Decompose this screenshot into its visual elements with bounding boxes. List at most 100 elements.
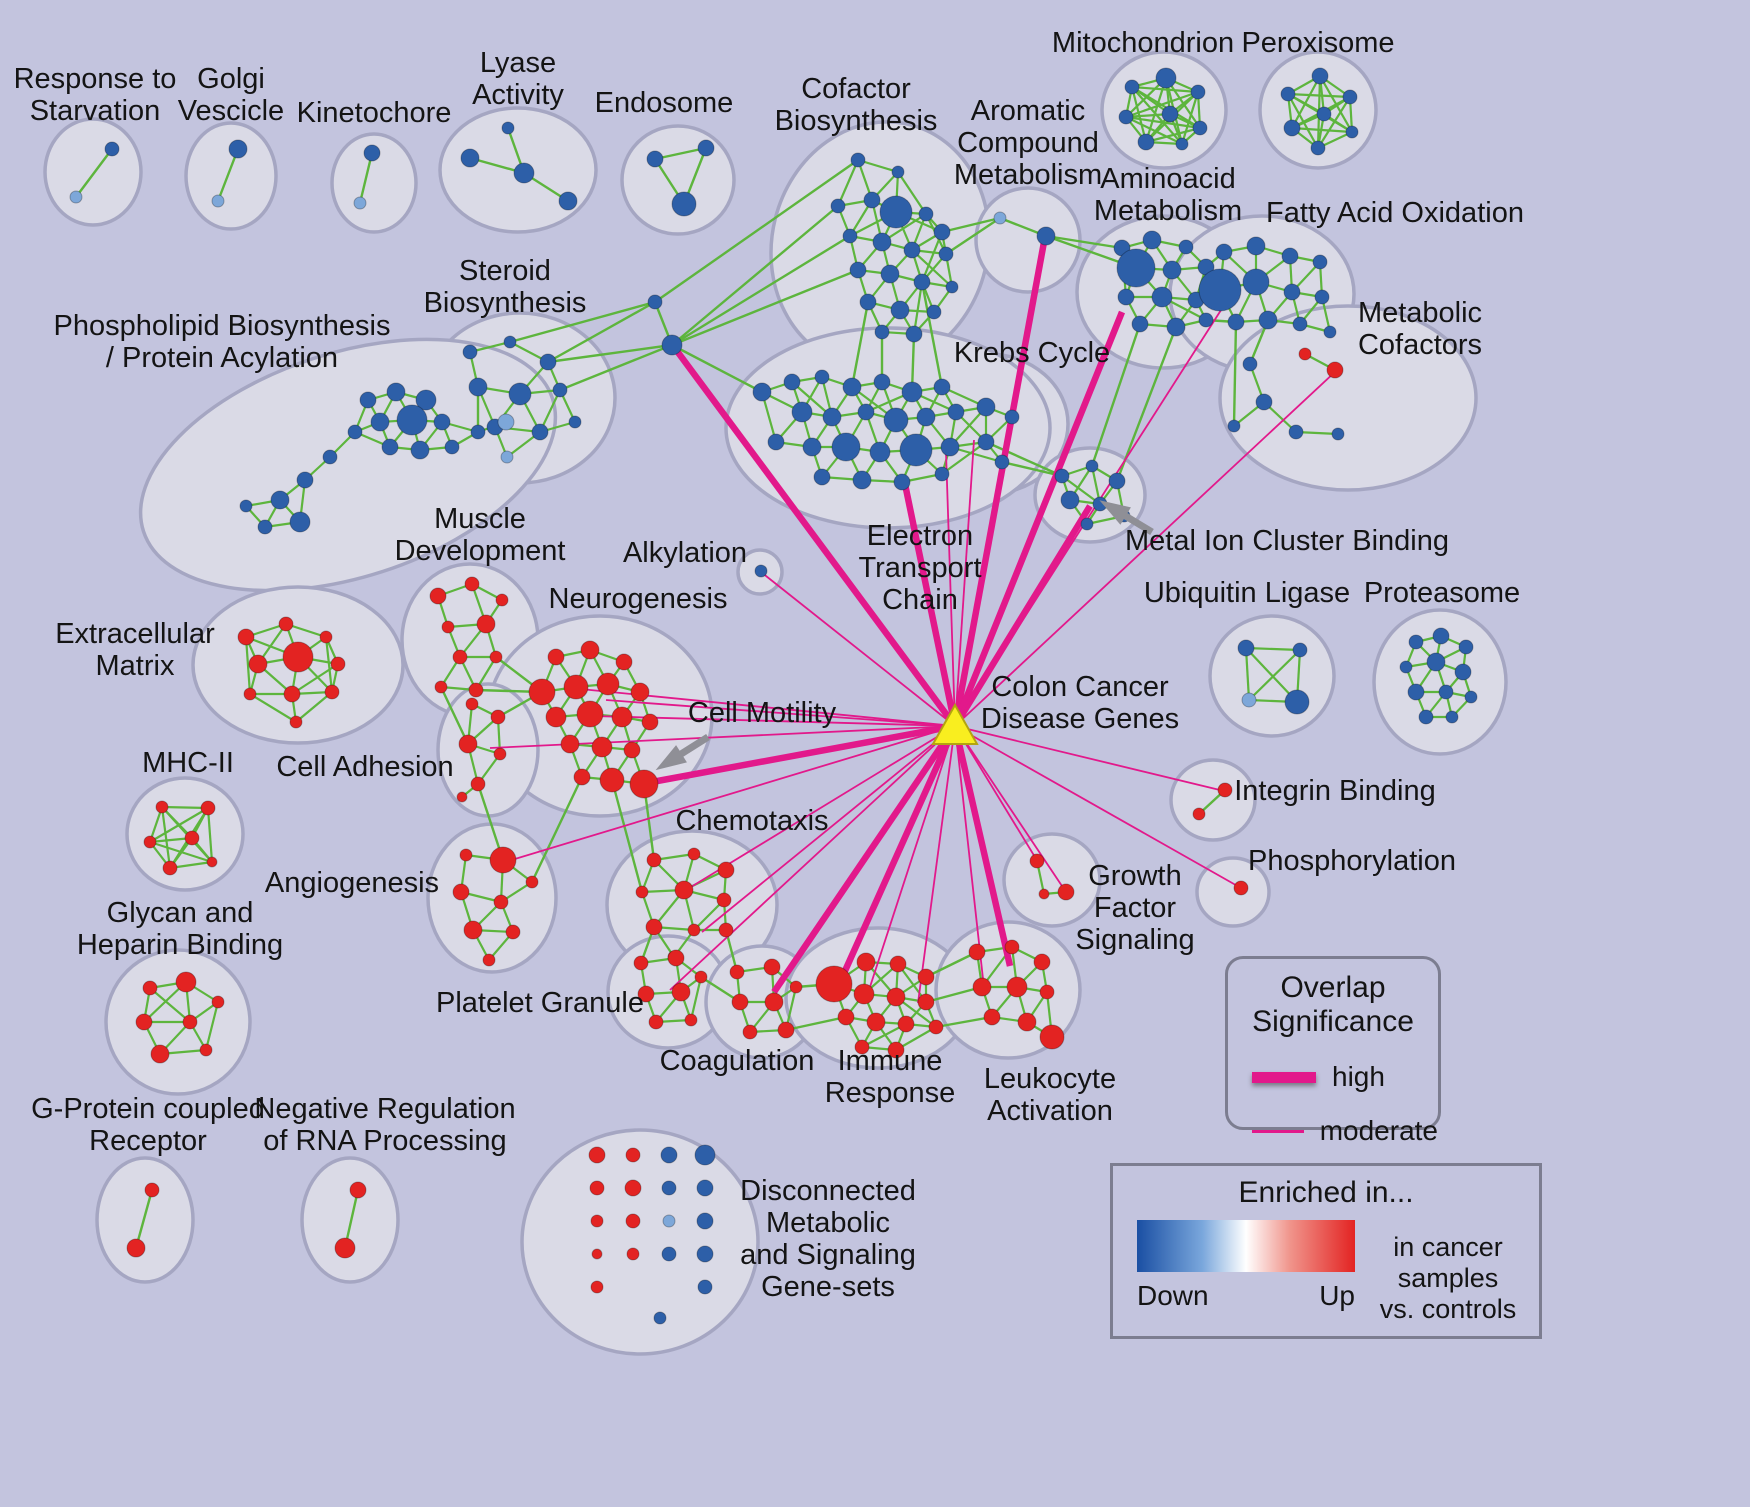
gene-set-node (489, 650, 503, 664)
enrichment-gradient-bar (1137, 1220, 1355, 1272)
edge-extracellular-matrix (249, 693, 297, 723)
gene-set-node (849, 261, 867, 279)
overlap-edge-high (837, 724, 958, 984)
gene-set-node (199, 1043, 213, 1057)
gene-set-node (945, 280, 959, 294)
overlap-edge-moderate (867, 725, 956, 994)
gene-set-node (856, 952, 876, 972)
edge-mitochondrion (1125, 90, 1199, 119)
edge-mhc-ii (206, 807, 214, 863)
gene-set-node (142, 980, 158, 996)
gene-set-node (558, 191, 578, 211)
gene-set-node (1342, 89, 1358, 105)
gene-set-node (1166, 317, 1186, 337)
edge-mitochondrion (1125, 116, 1183, 145)
gene-set-node (729, 964, 745, 980)
gene-set-node (767, 433, 785, 451)
gene-set-node (972, 977, 992, 997)
cross-cluster-edge (785, 1015, 847, 1032)
gene-set-node (465, 697, 479, 711)
gene-set-node (589, 1180, 605, 1196)
gene-set-node (783, 373, 801, 391)
gene-set-node (694, 1144, 716, 1166)
gene-set-node (576, 700, 604, 728)
gene-set-node (359, 391, 377, 409)
gene-set-node (228, 139, 248, 159)
gene-set-node (1151, 286, 1173, 308)
gene-set-node (1033, 953, 1051, 971)
gene-set-node (296, 471, 314, 489)
gene-set-node (1316, 106, 1332, 122)
gene-set-node (671, 982, 691, 1002)
cluster-ellipse-endosome (620, 124, 736, 236)
gene-set-node (563, 674, 589, 700)
gene-set-node (381, 438, 399, 456)
gene-set-node (1345, 125, 1359, 139)
gene-set-node (590, 1280, 604, 1294)
gene-set-node (886, 987, 906, 1007)
cross-cluster-edge (547, 343, 673, 364)
gene-set-node (1227, 419, 1241, 433)
overlap-edge-moderate (954, 370, 1337, 727)
enriched-note-line1: in cancer (1393, 1232, 1503, 1262)
gene-set-node (410, 440, 430, 460)
edge-glycan-heparin-binding (204, 1001, 220, 1051)
gene-set-node (580, 640, 600, 660)
gene-set-node (993, 211, 1007, 225)
gradient-column: Down Up (1137, 1220, 1355, 1325)
edge-mhc-ii (148, 806, 164, 843)
gene-set-node (1258, 310, 1278, 330)
edge-mhc-ii (161, 805, 209, 810)
gene-set-node (1280, 86, 1296, 102)
gene-set-node (791, 401, 813, 423)
gene-set-node (1217, 782, 1233, 798)
gene-set-node (1131, 315, 1149, 333)
gene-set-node (842, 228, 858, 244)
gene-set-node (630, 682, 650, 702)
nodes-layer (69, 67, 1478, 1325)
overlap-edge-high (771, 724, 958, 994)
overlap-edge-moderate (945, 451, 956, 727)
gene-set-node (802, 437, 822, 457)
cross-cluster-edge (920, 281, 944, 388)
gene-set-node (568, 415, 582, 429)
gene-set-node (667, 949, 685, 967)
gene-set-node (211, 194, 225, 208)
gene-set-node (653, 1311, 667, 1325)
overlap-edge-moderate (701, 725, 956, 933)
cluster-label-peroxisome: Peroxisome (1241, 27, 1394, 59)
cross-cluster-edge (671, 234, 851, 347)
gene-set-node (660, 1146, 678, 1164)
gene-set-node (278, 616, 294, 632)
gene-set-node (763, 958, 781, 976)
gene-set-node (879, 195, 913, 229)
gene-set-node (319, 630, 333, 644)
gene-set-node (458, 734, 478, 754)
gene-set-node (853, 983, 875, 1005)
gene-set-node (503, 335, 517, 349)
gene-set-node (1039, 984, 1055, 1000)
gene-set-node (1331, 427, 1345, 441)
gene-set-node (415, 389, 437, 411)
gene-set-node (777, 1021, 795, 1039)
gene-set-node (588, 1146, 606, 1164)
gene-set-node (789, 980, 803, 994)
gene-set-node (1057, 883, 1075, 901)
cluster-ellipse-response-to-starvation (43, 117, 143, 227)
overlap-edges-layer (489, 241, 1337, 1004)
gene-set-node (918, 206, 934, 222)
gene-set-node (813, 468, 831, 486)
gene-set-node (994, 454, 1010, 470)
gene-set-node (887, 1041, 905, 1059)
enriched-note: in cancer samples vs. controls (1373, 1232, 1523, 1325)
legend-row-moderate: moderate (1228, 1115, 1438, 1147)
edge-glycan-heparin-binding (149, 987, 191, 1023)
gene-set-node (893, 473, 911, 491)
